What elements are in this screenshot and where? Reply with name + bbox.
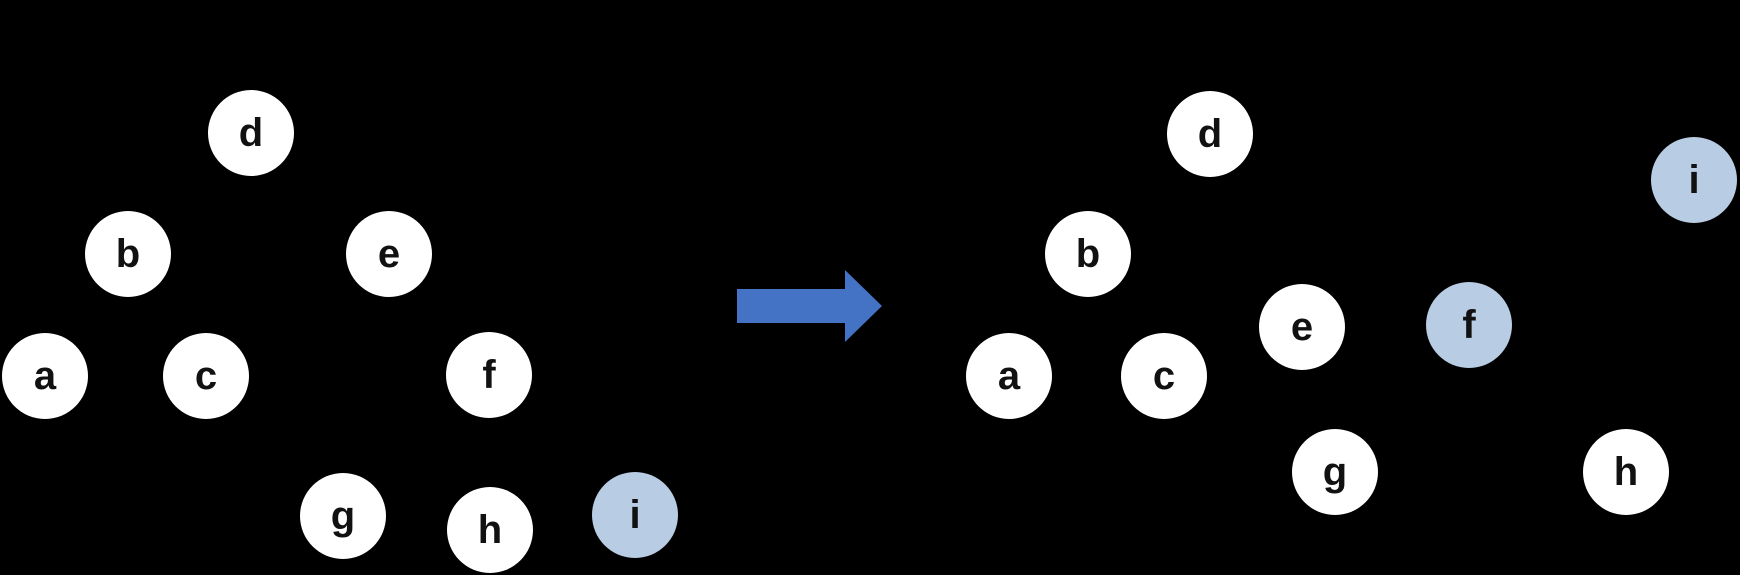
- node-f: f: [1426, 282, 1512, 368]
- transform-arrow-icon: [737, 270, 882, 342]
- node-d: d: [208, 90, 294, 176]
- node-f: f: [446, 332, 532, 418]
- node-g: g: [300, 473, 386, 559]
- node-i: i: [1651, 137, 1737, 223]
- node-d: d: [1167, 91, 1253, 177]
- node-a: a: [2, 333, 88, 419]
- node-h: h: [1583, 429, 1669, 515]
- node-c: c: [1121, 333, 1207, 419]
- node-a: a: [966, 333, 1052, 419]
- node-c: c: [163, 333, 249, 419]
- node-b: b: [1045, 211, 1131, 297]
- node-e: e: [346, 211, 432, 297]
- node-b: b: [85, 211, 171, 297]
- node-g: g: [1292, 429, 1378, 515]
- node-h: h: [447, 487, 533, 573]
- node-i: i: [592, 472, 678, 558]
- node-e: e: [1259, 284, 1345, 370]
- arrow-shape: [737, 270, 882, 342]
